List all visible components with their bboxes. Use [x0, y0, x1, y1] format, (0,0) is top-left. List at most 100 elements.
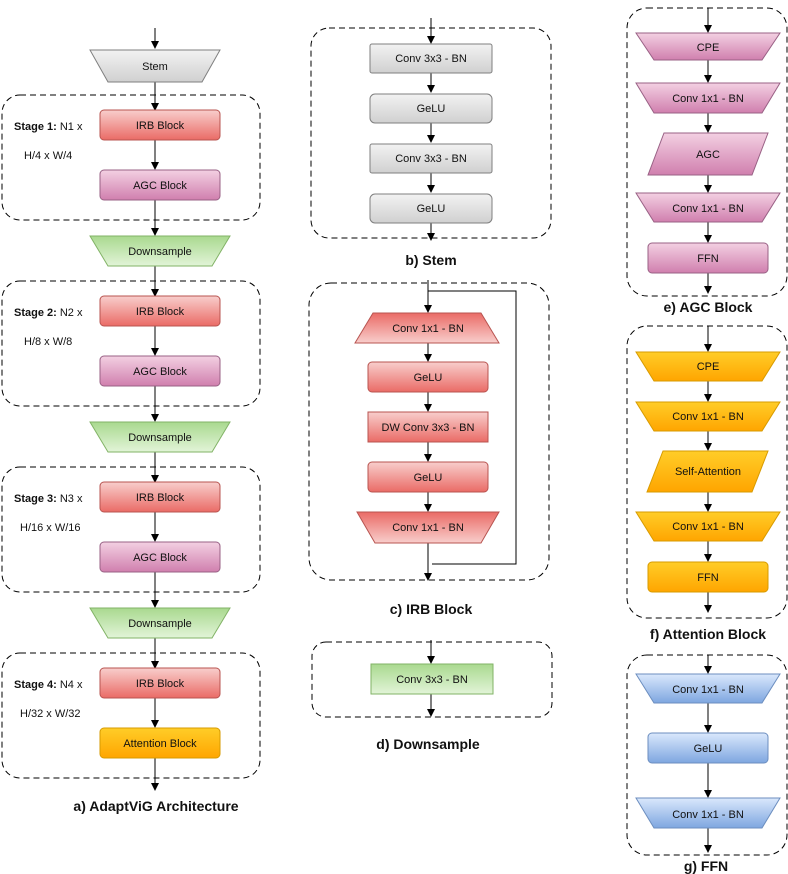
stage-1-title: Stage 1: N1 x	[14, 121, 83, 133]
downsample-frame	[311, 641, 553, 718]
ffn-conv-2	[635, 797, 781, 829]
stem-conv-2	[369, 143, 493, 174]
downsample-label-1: Downsample	[128, 246, 192, 258]
ffn-gelu	[647, 732, 769, 764]
agc-cpe	[635, 32, 781, 61]
attn-conv-1	[635, 401, 781, 432]
stage-4-resolution: H/32 x W/32	[20, 708, 81, 720]
stage-1-agc-block	[99, 169, 221, 201]
panel-d-labels: Conv 3x3 - BN d) Downsample	[376, 674, 480, 752]
stage-2-title: Stage 2: N2 x	[14, 307, 83, 319]
stem-conv-2-label: Conv 3x3 - BN	[395, 153, 467, 165]
agc-frame	[626, 7, 788, 297]
ffn-frame	[626, 654, 788, 856]
stem-gelu-1-label: GeLU	[417, 103, 446, 115]
stage-2-agc-block	[99, 355, 221, 387]
irb-conv-expand-label: Conv 1x1 - BN	[392, 323, 464, 335]
stage-3-irb-block	[99, 481, 221, 513]
caption-d: d) Downsample	[376, 736, 480, 752]
panel-d	[311, 640, 553, 718]
stage-4-frame	[1, 652, 261, 779]
agc-conv-2	[635, 192, 781, 223]
caption-g: g) FFN	[684, 858, 728, 874]
irb-gelu-2	[367, 461, 489, 493]
irb-conv-project	[356, 511, 500, 544]
stage-2-irb-label: IRB Block	[136, 306, 185, 318]
agc-conv-1-label: Conv 1x1 - BN	[672, 93, 744, 105]
panel-a	[1, 28, 261, 791]
stage-3-agc-block	[99, 541, 221, 573]
irb-conv-expand	[354, 312, 500, 344]
irb-gelu-1-label: GeLU	[414, 372, 443, 384]
agc-graph-conv-label: AGC	[696, 149, 720, 161]
stem-node	[89, 49, 221, 83]
irb-dwconv-label: DW Conv 3x3 - BN	[382, 422, 475, 434]
irb-conv-project-label: Conv 1x1 - BN	[392, 522, 464, 534]
stage-3-title: Stage 3: N3 x	[14, 493, 83, 505]
panel-f-labels: CPE Conv 1x1 - BN Self-Attention Conv 1x…	[650, 361, 766, 642]
downsample-conv-label: Conv 3x3 - BN	[396, 674, 468, 686]
downsample-label-3: Downsample	[128, 618, 192, 630]
stage-4-attention-label: Attention Block	[123, 738, 197, 750]
stage-4-irb-label: IRB Block	[136, 678, 185, 690]
caption-a: a) AdaptViG Architecture	[73, 798, 238, 814]
stage-4-irb-block	[99, 667, 221, 699]
stage-1-resolution: H/4 x W/4	[24, 150, 72, 162]
stem-gelu-2-label: GeLU	[417, 203, 446, 215]
ffn-conv-1	[635, 673, 781, 704]
attn-cpe	[635, 351, 781, 382]
attn-ffn	[647, 561, 769, 593]
stage-4-title: Stage 4: N4 x	[14, 679, 83, 691]
stem-gelu-1	[369, 93, 493, 124]
stage-2-frame	[1, 280, 261, 407]
agc-cpe-label: CPE	[697, 42, 720, 54]
attention-frame	[626, 325, 788, 619]
panel-b-labels: Conv 3x3 - BN GeLU Conv 3x3 - BN GeLU b)…	[395, 53, 467, 268]
stage-2-irb-block	[99, 295, 221, 327]
caption-e: e) AGC Block	[664, 299, 753, 315]
downsample-node-1	[89, 235, 231, 267]
stem-gelu-2	[369, 193, 493, 224]
stage-3-agc-label: AGC Block	[133, 552, 187, 564]
downsample-node-3	[89, 607, 231, 639]
attn-cpe-label: CPE	[697, 361, 720, 373]
skip-connection	[428, 290, 517, 565]
irb-dwconv	[367, 411, 489, 443]
stage-3-irb-label: IRB Block	[136, 492, 185, 504]
caption-c: c) IRB Block	[390, 601, 473, 617]
agc-conv-1	[635, 82, 781, 114]
stem-conv-1	[369, 43, 493, 74]
panel-e	[626, 7, 788, 297]
panel-g-labels: Conv 1x1 - BN GeLU Conv 1x1 - BN g) FFN	[672, 684, 744, 874]
stem-conv-1-label: Conv 3x3 - BN	[395, 53, 467, 65]
panel-c	[308, 280, 550, 581]
ffn-conv-2-label: Conv 1x1 - BN	[672, 809, 744, 821]
panel-g	[626, 654, 788, 856]
panel-f	[626, 325, 788, 619]
irb-gelu-2-label: GeLU	[414, 472, 443, 484]
stage-2-resolution: H/8 x W/8	[24, 336, 72, 348]
stage-2-agc-label: AGC Block	[133, 366, 187, 378]
attn-conv-1-label: Conv 1x1 - BN	[672, 411, 744, 423]
stage-1-frame	[1, 94, 261, 221]
stage-4-attention-block	[99, 727, 221, 759]
stage-1-irb-label: IRB Block	[136, 120, 185, 132]
agc-conv-2-label: Conv 1x1 - BN	[672, 203, 744, 215]
panel-c-labels: Conv 1x1 - BN GeLU DW Conv 3x3 - BN GeLU…	[382, 323, 475, 617]
ffn-conv-1-label: Conv 1x1 - BN	[672, 684, 744, 696]
downsample-node-2	[89, 421, 231, 453]
panel-a-labels: Stem Stage 1: N1 x H/4 x W/4 IRB Block A…	[14, 61, 239, 814]
attn-self-attention	[646, 450, 769, 493]
panel-b	[310, 18, 552, 241]
attn-conv-2	[635, 511, 781, 542]
attn-ffn-label: FFN	[697, 572, 718, 584]
agc-ffn-label: FFN	[697, 253, 718, 265]
downsample-label-2: Downsample	[128, 432, 192, 444]
stem-label: Stem	[142, 61, 168, 73]
ffn-gelu-label: GeLU	[694, 743, 723, 755]
caption-b: b) Stem	[405, 252, 456, 268]
stage-3-resolution: H/16 x W/16	[20, 522, 81, 534]
panel-e-labels: CPE Conv 1x1 - BN AGC Conv 1x1 - BN FFN …	[664, 42, 753, 315]
irb-gelu-1	[367, 361, 489, 393]
